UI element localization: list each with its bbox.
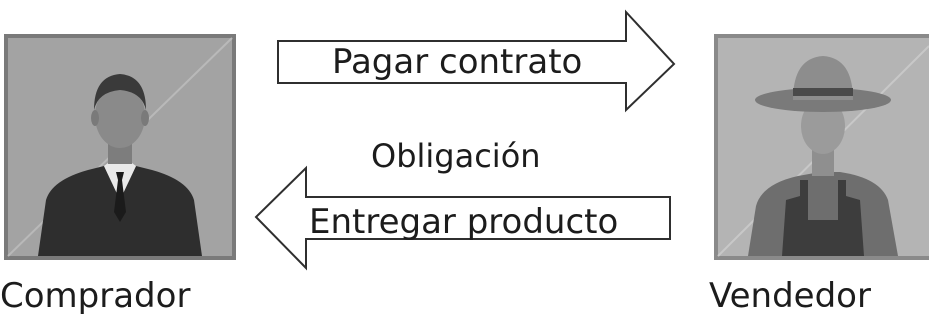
buyer-label: Comprador	[0, 276, 191, 316]
arrow-right	[277, 9, 676, 113]
businessman-icon	[38, 74, 202, 256]
seller-label: Vendedor	[709, 276, 871, 316]
deliver-product-label: Entregar producto	[309, 202, 619, 242]
arrow-left	[254, 165, 671, 271]
obligation-label: Obligación	[371, 137, 541, 175]
pay-contract-label: Pagar contrato	[332, 42, 583, 82]
seller-portrait	[714, 34, 929, 260]
farmer-icon	[748, 56, 898, 256]
buyer-portrait	[4, 34, 236, 260]
